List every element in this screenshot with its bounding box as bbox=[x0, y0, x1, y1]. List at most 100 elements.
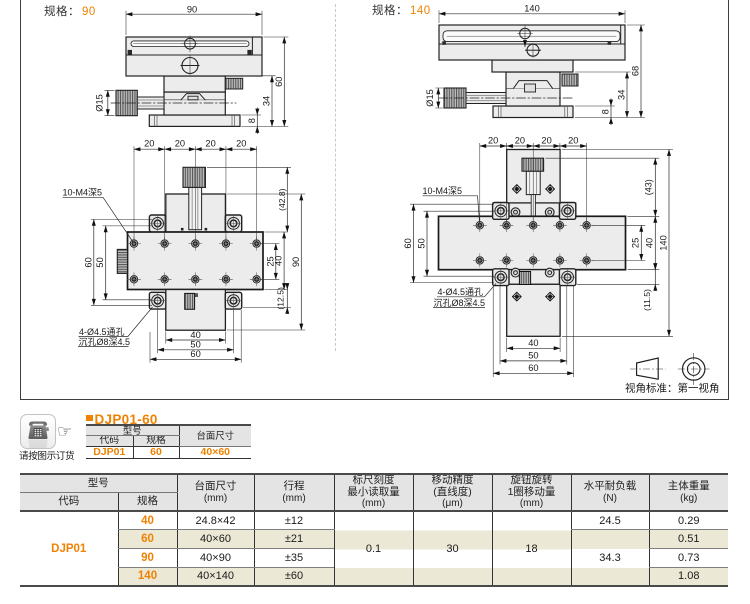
cell-travel: ±60 bbox=[253, 567, 334, 587]
drawing-90-top-dims bbox=[62, 146, 306, 363]
phone-icon bbox=[28, 421, 49, 453]
cell-weight: 0.73 bbox=[648, 548, 728, 568]
dim-knob-top: (42.8) bbox=[277, 188, 287, 211]
order-header-size: 台面尺寸 bbox=[178, 424, 252, 448]
dim-bottom-40: 40 bbox=[528, 338, 538, 348]
order-caption: 请按图示订货 bbox=[19, 451, 75, 462]
th-accuracy: 移动精度 (直线度) (μm) bbox=[412, 473, 492, 512]
dim-140-base: 8 bbox=[600, 109, 610, 114]
dim-side-60: 60 bbox=[83, 257, 93, 267]
drawing-140-top-labels: 20 20 20 20 (43) 140 40 25 (11.5) 60 50 … bbox=[403, 135, 669, 373]
spec-value: 90 bbox=[82, 6, 96, 18]
pointing-hand-icon: ☞ bbox=[57, 422, 73, 442]
cell-size: 24.8×42 bbox=[176, 511, 254, 531]
dim-side-50: 50 bbox=[95, 257, 105, 267]
cell-travel: ±35 bbox=[253, 548, 334, 568]
cell-spec: 140 bbox=[117, 567, 177, 587]
drawing-90-top-labels: 20 20 20 20 (42.8) 90 40 25 (12.5) 60 50… bbox=[63, 139, 302, 360]
th-travel: 行程 (mm) bbox=[253, 473, 334, 512]
dim-bottom-50: 50 bbox=[528, 351, 538, 361]
spec-row-40: DJP01 40 24.8×42 ±12 0.1 30 18 24.5 0.29 bbox=[20, 511, 728, 587]
dim-pitch: 20 bbox=[515, 135, 525, 145]
dim-bottom-50: 50 bbox=[190, 340, 200, 350]
cell-size: 40×140 bbox=[176, 567, 254, 587]
dim-140-mid: 34 bbox=[616, 90, 626, 100]
dim-pitch: 20 bbox=[236, 139, 246, 149]
dim-pitch: 20 bbox=[205, 139, 215, 149]
th-load: 水平耐负载 (N) bbox=[570, 473, 649, 512]
view-standard-note: 视角标准：第一视角 bbox=[625, 382, 720, 395]
dim-pitch: 20 bbox=[568, 135, 578, 145]
leader-cbore-label2: 沉孔Ø8深4.5 bbox=[434, 298, 486, 308]
order-phone-button bbox=[20, 414, 56, 453]
cell-accuracy: 30 bbox=[412, 511, 492, 587]
dim-bottom-offset: (11.5) bbox=[642, 289, 652, 311]
cell-travel: ±21 bbox=[253, 529, 334, 549]
dim-140-height: 68 bbox=[630, 66, 640, 76]
dim-pitch: 20 bbox=[144, 139, 154, 149]
leader-holes-label: 10-M4深5 bbox=[423, 186, 463, 196]
cell-load: 34.3 bbox=[570, 529, 649, 588]
drawing-90-front-labels: 90 60 34 8 Ø15 bbox=[95, 5, 284, 124]
leader-cbore-label1: 4-Ø4.5通孔 bbox=[438, 287, 484, 297]
dim-hole-pitch: 25 bbox=[630, 238, 640, 248]
order-model-title: DJP01-60 bbox=[86, 409, 158, 427]
leader-holes-label: 10-M4深5 bbox=[63, 187, 103, 197]
drawing-140-top bbox=[437, 148, 627, 337]
cell-spec: 60 bbox=[117, 529, 177, 549]
th-scale: 标尺刻度 最小读取量 (mm) bbox=[333, 473, 413, 512]
order-header-code: 代码 bbox=[86, 435, 133, 448]
leader-cbore-label1: 4-Ø4.5通孔 bbox=[79, 327, 125, 337]
dim-90-base: 8 bbox=[247, 118, 257, 123]
order-size-value: 40×60 bbox=[178, 446, 252, 459]
cell-spec: 40 bbox=[117, 511, 177, 531]
drawing-140-front-dims bbox=[435, 10, 645, 125]
th-code: 代码 bbox=[20, 492, 118, 512]
spec-label-90: 规格：90 bbox=[44, 3, 96, 19]
dim-pitch: 20 bbox=[541, 135, 551, 145]
spec-table: 型号 台面尺寸 (mm) 行程 (mm) 标尺刻度 最小读取量 (mm) 移动精… bbox=[20, 473, 728, 588]
order-code-value: DJP01 bbox=[86, 446, 133, 459]
dim-pitch: 20 bbox=[488, 135, 498, 145]
th-weight: 主体重量 (kg) bbox=[648, 473, 728, 512]
drawing-90-front-dims bbox=[104, 10, 289, 134]
dim-90-mid: 34 bbox=[262, 96, 272, 106]
th-knob: 旋钮旋转 1圈移动量 (mm) bbox=[491, 473, 571, 512]
order-model-text: DJP01-60 bbox=[94, 412, 158, 427]
th-size: 台面尺寸 (mm) bbox=[176, 473, 254, 512]
dim-pitch: 20 bbox=[175, 139, 185, 149]
dim-bottom-60: 60 bbox=[528, 363, 538, 373]
order-header-model: 型号 bbox=[86, 424, 180, 437]
spec-label-140: 规格：140 bbox=[372, 2, 431, 18]
dim-90-height: 60 bbox=[274, 77, 284, 87]
cell-scale: 0.1 bbox=[333, 511, 413, 587]
technical-drawing: 90 60 34 8 Ø15 bbox=[62, 4, 720, 395]
section-divider bbox=[335, 4, 336, 351]
dim-bottom-offset: (12.5) bbox=[276, 287, 286, 310]
leader-cbore-label2: 沉孔Ø8深4.5 bbox=[79, 337, 131, 347]
dim-90-knob: Ø15 bbox=[95, 94, 105, 112]
dim-side-50: 50 bbox=[416, 238, 426, 248]
dim-total: 140 bbox=[658, 235, 668, 251]
order-example-table: 型号 台面尺寸 代码 规格 DJP01 60 40×60 bbox=[86, 424, 252, 459]
drawings-border bbox=[20, 0, 729, 400]
spec-value: 140 bbox=[410, 5, 431, 17]
cell-knob: 18 bbox=[491, 511, 571, 587]
dim-90-width: 90 bbox=[187, 5, 197, 15]
cell-size: 40×60 bbox=[176, 529, 254, 549]
drawing-140-front bbox=[438, 24, 626, 119]
cell-weight: 0.51 bbox=[648, 529, 728, 549]
cell-weight: 0.29 bbox=[648, 511, 728, 531]
dim-bottom-40: 40 bbox=[190, 330, 200, 340]
cell-spec: 90 bbox=[117, 548, 177, 568]
th-spec: 规格 bbox=[117, 492, 177, 512]
th-model: 型号 bbox=[20, 473, 177, 493]
order-header-spec: 规格 bbox=[132, 435, 180, 448]
spec-label-text: 规格： bbox=[44, 6, 80, 18]
cell-size: 40×90 bbox=[176, 548, 254, 568]
spec-label-text: 规格： bbox=[372, 5, 408, 17]
dim-depth: 40 bbox=[274, 256, 284, 266]
dim-side-60: 60 bbox=[403, 238, 413, 248]
dim-140-knob: Ø15 bbox=[425, 89, 435, 107]
